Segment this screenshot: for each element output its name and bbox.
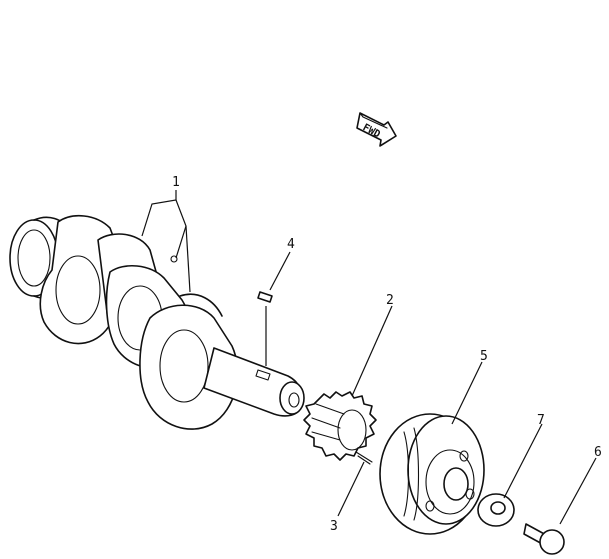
callout-3: 3 xyxy=(330,519,338,534)
leader-lines xyxy=(141,190,597,525)
bolt xyxy=(523,523,565,555)
callout-4: 4 xyxy=(287,237,295,252)
pulley xyxy=(379,413,485,535)
key xyxy=(257,291,273,303)
crankshaft xyxy=(9,215,305,430)
washer xyxy=(477,493,515,527)
callout-6: 6 xyxy=(594,445,602,460)
fwd-arrow-icon: FWD xyxy=(356,112,397,147)
spring-pin xyxy=(355,451,373,465)
callout-5: 5 xyxy=(480,349,488,364)
fwd-label: FWD xyxy=(361,122,382,140)
callout-2: 2 xyxy=(386,293,394,308)
callout-1: 1 xyxy=(172,175,180,190)
crank-gear xyxy=(303,391,377,461)
callout-7: 7 xyxy=(537,413,545,428)
